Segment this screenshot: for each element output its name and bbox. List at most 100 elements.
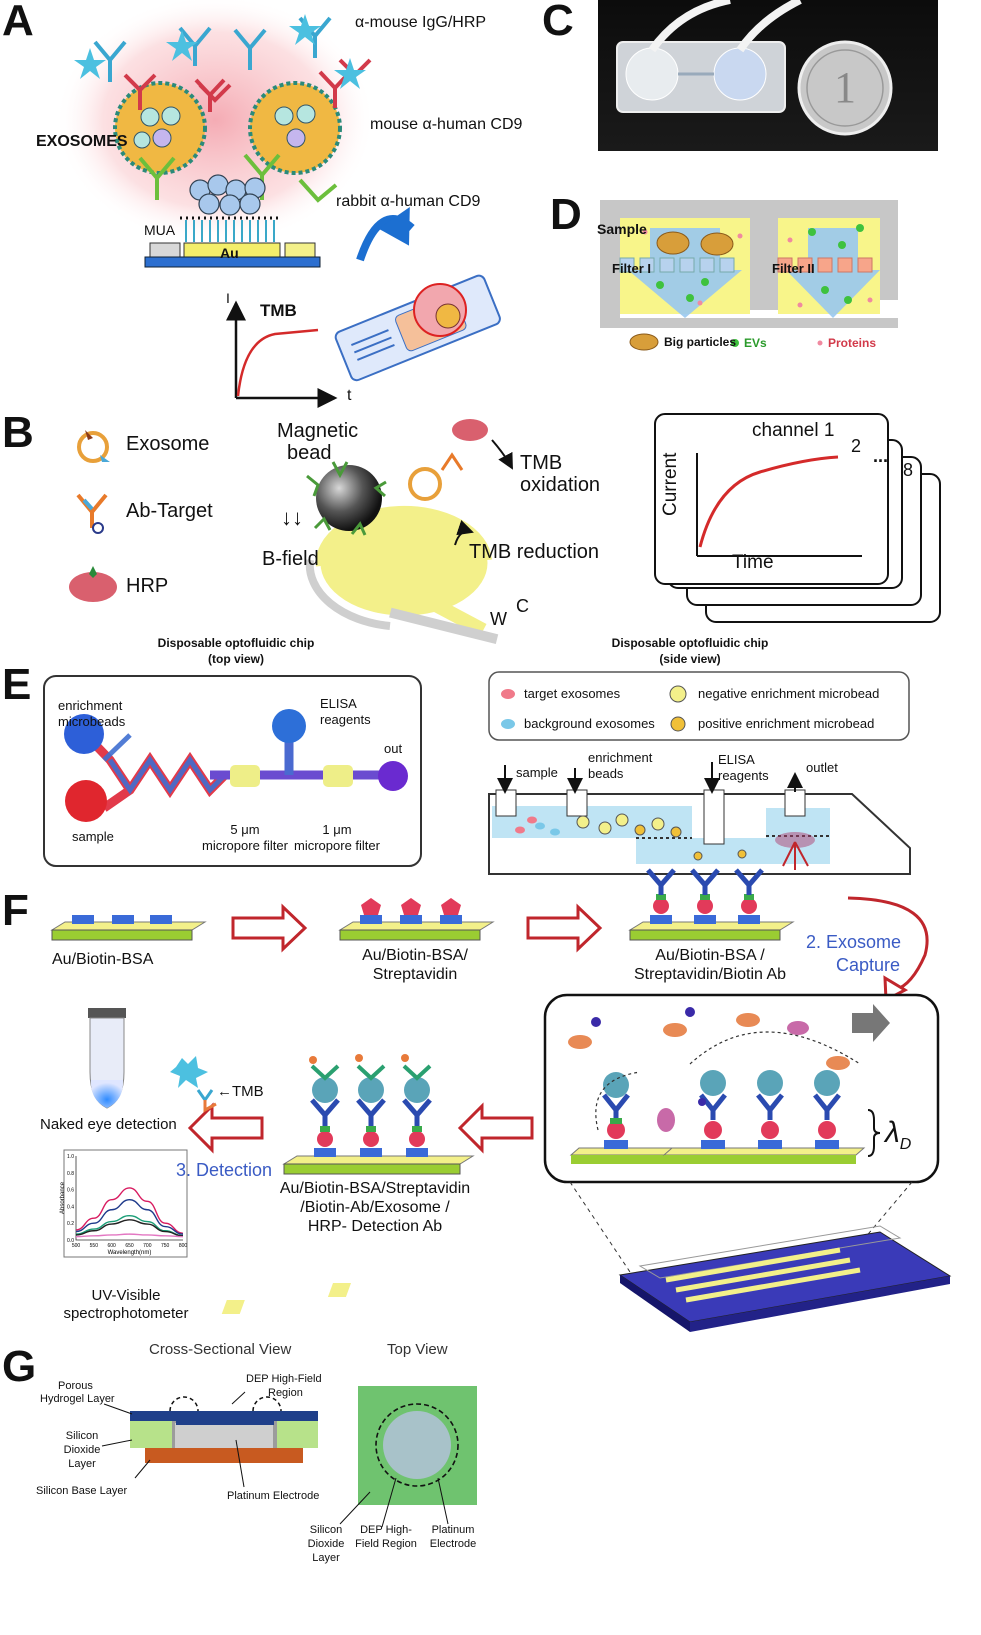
- panel-e-graphic: [43, 671, 911, 875]
- glow-halo: [55, 0, 375, 245]
- silicon-base-label: Silicon Base Layer: [36, 1485, 128, 1497]
- step-1-label: Au/Biotin-BSA: [52, 951, 154, 968]
- mua-block: [149, 242, 181, 258]
- spectrum-ytick: 0.8: [67, 1171, 74, 1177]
- tube-icon: [88, 1008, 126, 1109]
- spectrum-series-5: [75, 1233, 184, 1238]
- electrode-c-label: C: [516, 596, 529, 616]
- spectrum-ytick: 0.4: [67, 1204, 74, 1210]
- side-sample-label: sample: [516, 765, 558, 780]
- filter-1um: [323, 765, 353, 787]
- tv-platinum-label-2: Electrode: [429, 1538, 477, 1550]
- debye-lambda-sub: D: [899, 1136, 912, 1153]
- rabbit-antibody-label: rabbit α-human CD9: [336, 193, 481, 210]
- spectrum-xtick: 550: [90, 1243, 99, 1249]
- magnetic-bead: [316, 465, 382, 531]
- exosomes-label: EXOSOMES: [36, 133, 128, 150]
- panel-letter-e: E: [2, 660, 32, 709]
- filter-2-label: Filter II: [772, 261, 815, 276]
- side-enrichment-label-2: beads: [588, 766, 624, 781]
- elisa-inlet: [272, 709, 306, 743]
- panel-letter-g: G: [2, 1342, 37, 1391]
- zoom-box: [543, 993, 940, 1184]
- bound-hrp: [452, 419, 488, 441]
- panel-g-graphic: [101, 1386, 477, 1528]
- side-particles: [515, 813, 747, 861]
- hydrogel-layer: [130, 1411, 318, 1421]
- b-field-arrows: ↓↓: [281, 505, 303, 530]
- big-particles: [629, 231, 734, 351]
- top-view-title: Top View: [387, 1341, 448, 1358]
- enrichment-inlet: [64, 714, 104, 754]
- emission-arrows: [782, 841, 809, 870]
- silicon-label-2: Dioxide: [63, 1444, 101, 1456]
- bead-label: bead: [287, 442, 332, 464]
- spectrum-xtick: 500: [72, 1243, 81, 1249]
- tv-silicon-label-2: Dioxide: [307, 1538, 345, 1550]
- big-particles-label: Big particles: [664, 335, 737, 349]
- legend-hrp-icon: [69, 572, 117, 602]
- evs-label: EVs: [744, 336, 767, 350]
- enrichment-label-1: enrichment: [58, 698, 123, 713]
- electrode-w-label: W: [490, 609, 507, 629]
- hrp-stars: [74, 14, 366, 89]
- evs: [656, 224, 864, 347]
- tmb-oxidation-line1: TMB: [520, 452, 563, 474]
- panel-letter-a: A: [2, 0, 34, 45]
- dep-label-2: Region: [268, 1387, 303, 1399]
- channel-8-label: 8: [903, 460, 914, 480]
- step-2-label-1: Au/Biotin-BSA/: [362, 947, 468, 964]
- side-elisa-label-2: reagents: [718, 768, 769, 783]
- side-outlet-label: outlet: [806, 760, 838, 775]
- spectrum-axes: [75, 1156, 183, 1241]
- spectrum-ytick: 1.0: [67, 1154, 74, 1160]
- spectrum-ylabel: Absorbance: [60, 1181, 66, 1214]
- filter-1: [619, 257, 735, 273]
- spectrum-series-1: [75, 1187, 184, 1234]
- out-label: out: [384, 741, 403, 756]
- zoom-small-substrate: [569, 1072, 682, 1164]
- current-curve: [698, 455, 839, 548]
- channel-dots-label: ...: [873, 446, 889, 466]
- spectrum-ytick: 0.6: [67, 1188, 74, 1194]
- dep-label-1: DEP High-Field: [246, 1373, 322, 1385]
- legend-negative-bead: negative enrichment microbead: [698, 686, 880, 701]
- panel-f-graphic: 5005506006507007508000.00.20.40.60.81.0W…: [50, 868, 952, 1332]
- panel-c-photo: 1: [598, 0, 938, 151]
- channel-2-label: 2: [851, 436, 862, 456]
- sample-label: Sample: [597, 221, 647, 237]
- tmb-reduction-label: TMB reduction: [469, 541, 600, 563]
- flow-arrow-2: [786, 228, 880, 318]
- cross-section-title: Cross-Sectional View: [149, 1341, 292, 1358]
- proteins: [642, 229, 873, 346]
- filter-1um-label-2: micropore filter: [294, 838, 380, 853]
- elisa-label-2: reagents: [320, 712, 371, 727]
- side-view-title-2: (side view): [659, 652, 721, 666]
- sample-inlet: [65, 780, 107, 822]
- capture-label-2: Capture: [836, 955, 901, 975]
- panel-d-graphic: [600, 200, 898, 351]
- exosome-legend-label: Exosome: [126, 433, 210, 455]
- tmb-curve: [236, 328, 319, 397]
- mua-chains: [185, 220, 275, 242]
- step-3-label-2: Streptavidin/Biotin Ab: [633, 966, 787, 983]
- step-3-label-1: Au/Biotin-BSA /: [655, 947, 765, 964]
- electrode-w: [305, 505, 499, 645]
- porous-label-1: Porous: [58, 1380, 93, 1392]
- chip-icon: [334, 274, 501, 382]
- legend-exosome-icon: [77, 430, 110, 463]
- legend-positive-bead: positive enrichment microbead: [698, 716, 875, 731]
- spectrum-xtick: 650: [125, 1243, 134, 1249]
- panel-b-graphic: [69, 413, 941, 645]
- side-elisa-label-1: ELISA: [718, 752, 755, 767]
- mouse-antibody-label: mouse α-human CD9: [370, 116, 523, 133]
- mua-label: MUA: [144, 222, 176, 238]
- filter-2: [777, 257, 873, 273]
- step-3-substrate: [628, 868, 795, 941]
- tmb-arrow-label: ←TMB: [217, 1083, 264, 1100]
- platinum-label: Platinum Electrode: [227, 1490, 320, 1502]
- filter-1um-label-1: 1 μm: [322, 822, 352, 837]
- sensor-device: [221, 1225, 952, 1332]
- exosome-right: [248, 81, 342, 175]
- proteins-label: Proteins: [828, 336, 877, 350]
